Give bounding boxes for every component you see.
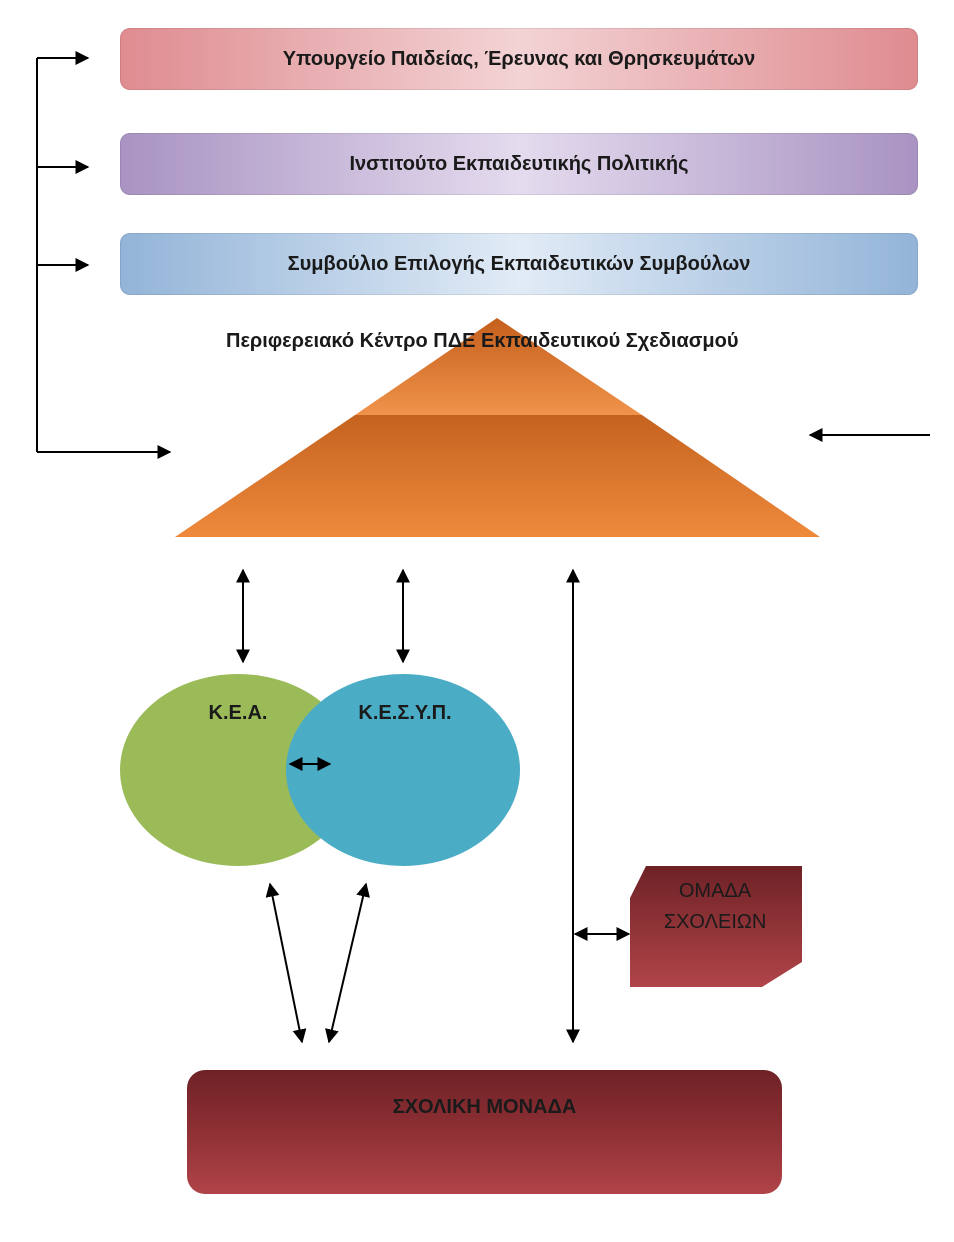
kea-label: Κ.Ε.Α. (208, 702, 268, 724)
regional-center-label: Περιφερειακό Κέντρο ΠΔΕ Εκπαιδευτικού Σχ… (226, 330, 739, 352)
arrow-kea-school-unit (265, 882, 307, 1044)
school-group-line-2: ΣΧΟΛΕΙΩΝ (663, 911, 767, 933)
school-group-shape (630, 866, 802, 987)
kesyp-label: Κ.Ε.Σ.Υ.Π. (358, 702, 452, 724)
school-group-line-1: ΟΜΑΔΑ (678, 880, 752, 902)
ministry-box: Υπουργείο Παιδείας, Έρευνας και Θρησκευμ… (120, 28, 918, 90)
institute-label: Ινστιτούτο Εκπαιδευτικής Πολιτικής (349, 152, 689, 175)
school-unit-label: ΣΧΟΛΙΚΗ ΜΟΝΑΔΑ (392, 1096, 577, 1118)
arrow-kesyp-school-unit (325, 882, 370, 1044)
regional-center-pyramid (175, 318, 820, 537)
ministry-label: Υπουργείο Παιδείας, Έρευνας και Θρησκευμ… (282, 47, 756, 70)
left-bracket-connector (36, 51, 172, 459)
kesyp-circle (286, 674, 520, 866)
council-label: Συμβούλιο Επιλογής Εκπαιδευτικών Συμβούλ… (287, 252, 751, 275)
kea-circle (120, 674, 356, 866)
institute-box: Ινστιτούτο Εκπαιδευτικής Πολιτικής (120, 133, 918, 195)
school-unit-box: ΣΧΟΛΙΚΗ ΜΟΝΑΔΑ (187, 1070, 782, 1194)
council-box: Συμβούλιο Επιλογής Εκπαιδευτικών Συμβούλ… (120, 233, 918, 295)
school-group-label: ΟΜΑΔΑ ΣΧΟΛΕΙΩΝ (640, 876, 790, 938)
